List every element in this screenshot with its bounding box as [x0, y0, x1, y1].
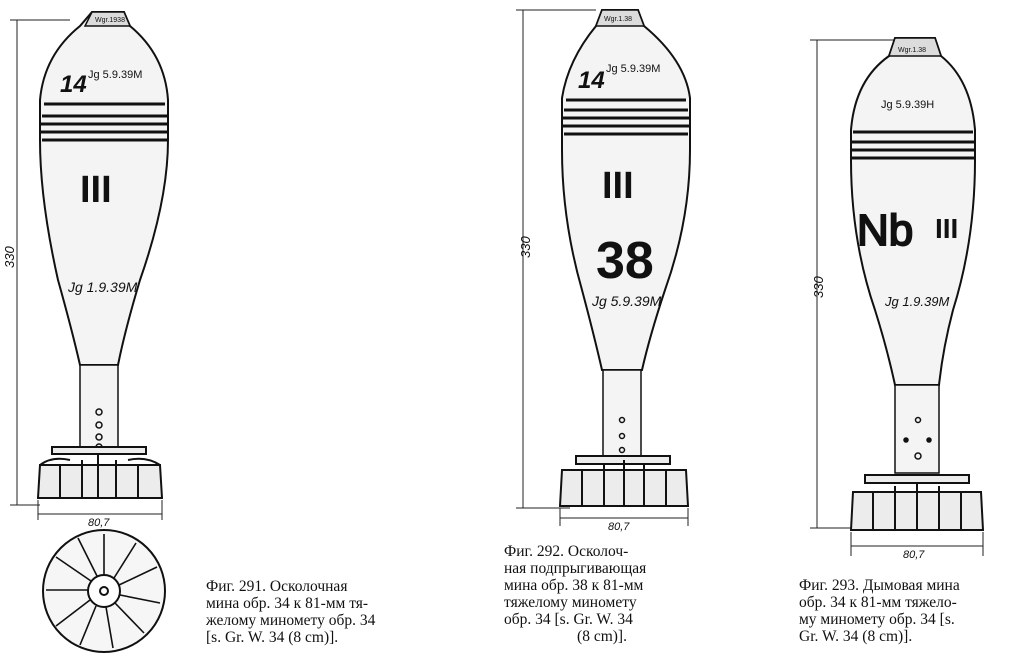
mark-roman: III	[80, 169, 112, 211]
figure-293-caption: Фиг. 293. Дымовая мина обр. 34 к 81-мм т…	[799, 577, 1017, 645]
caption-line: Фиг. 292. Осколоч-	[504, 543, 629, 560]
width-dimension-label: 80,7	[608, 521, 630, 533]
caption-line: тяжелому миномету	[504, 594, 637, 611]
figure-292: 330 Wgr.1.38 14 Jg 5.9.39M III 38 Jg 5.9…	[500, 0, 720, 665]
mark-secondary: 38	[596, 232, 654, 290]
obturator-bands	[41, 102, 168, 142]
mark-number: 14	[60, 71, 87, 98]
height-dimension-label: 330	[518, 236, 533, 258]
mark-stamp-bottom: Jg 1.9.39M	[884, 294, 949, 309]
caption-line: мина обр. 34 к 81-мм тя-	[206, 595, 369, 612]
figure-293: 330 Wgr.1.38 Jg 5.9.39H Nb III Jg 1.9.39…	[795, 0, 1023, 665]
height-dimension-label: 330	[2, 246, 17, 268]
figure-292-caption: Фиг. 292. Осколоч- ная подпрыгивающая ми…	[504, 543, 700, 645]
width-dimension	[850, 532, 984, 556]
figure-291-caption: Фиг. 291. Осколочная мина обр. 34 к 81-м…	[206, 578, 416, 646]
tail-fins	[36, 446, 164, 499]
mark-stamp-top: Jg 5.9.39M	[88, 69, 142, 81]
height-dimension	[10, 19, 70, 506]
mark-stamp-top: Jg 5.9.39H	[881, 99, 934, 111]
mark-stamp-top: Jg 5.9.39M	[606, 63, 660, 75]
figure-291: 330 Wgr.1938 14 Jg 5.9.39M III Jg 1.9.39…	[0, 0, 420, 665]
mark-number: 14	[578, 67, 605, 94]
caption-line: желому миномету обр. 34	[206, 612, 376, 629]
caption-line: (8 cm)].	[577, 628, 627, 645]
caption-line: му миномету обр. 34 [s.	[799, 611, 955, 628]
tail-end-view	[42, 529, 166, 653]
nose-stamp: Wgr.1.38	[604, 16, 632, 23]
width-dimension-label: 80,7	[903, 549, 925, 561]
tail-tube	[79, 364, 119, 451]
mark-stamp-bottom: Jg 1.9.39M	[67, 279, 138, 295]
obturator-bands	[851, 130, 975, 160]
tail-fins	[849, 474, 985, 531]
width-dimension	[559, 508, 689, 526]
mark-stamp-bottom: Jg 5.9.39M	[591, 293, 662, 309]
obturator-bands	[563, 98, 689, 136]
caption-line: обр. 34 [s. Gr. W. 34	[504, 611, 633, 628]
tail-tube	[602, 369, 642, 459]
mine-293-drawing: 330 Wgr.1.38 Jg 5.9.39H Nb III Jg 1.9.39…	[810, 37, 985, 561]
tail-fins	[558, 455, 690, 507]
mine-292-drawing: 330 Wgr.1.38 14 Jg 5.9.39M III 38 Jg 5.9…	[516, 9, 691, 533]
nose-stamp: Wgr.1938	[95, 17, 125, 24]
height-dimension	[516, 9, 596, 509]
caption-line: ная подпрыгивающая	[504, 560, 647, 577]
tail-tube	[894, 384, 940, 474]
mine-291-drawing: 330 Wgr.1938 14 Jg 5.9.39M III Jg 1.9.39…	[2, 11, 169, 653]
width-dimension-label: 80,7	[88, 517, 110, 529]
caption-line: Фиг. 291. Осколочная	[206, 578, 348, 595]
mark-secondary: Nb	[857, 206, 913, 255]
nose-stamp: Wgr.1.38	[898, 47, 926, 54]
height-dimension-label: 330	[811, 276, 826, 298]
caption-line: Gr. W. 34 (8 cm)].	[799, 628, 913, 645]
caption-line: Фиг. 293. Дымовая мина	[799, 577, 960, 594]
mark-roman: III	[602, 165, 634, 207]
caption-line: обр. 34 к 81-мм тяжело-	[799, 594, 957, 611]
caption-line: [s. Gr. W. 34 (8 cm)].	[206, 629, 339, 646]
mark-roman: III	[935, 213, 958, 244]
width-dimension	[37, 500, 163, 520]
tail-end-fins	[46, 534, 161, 649]
caption-line: мина обр. 38 к 81-мм	[504, 577, 644, 594]
